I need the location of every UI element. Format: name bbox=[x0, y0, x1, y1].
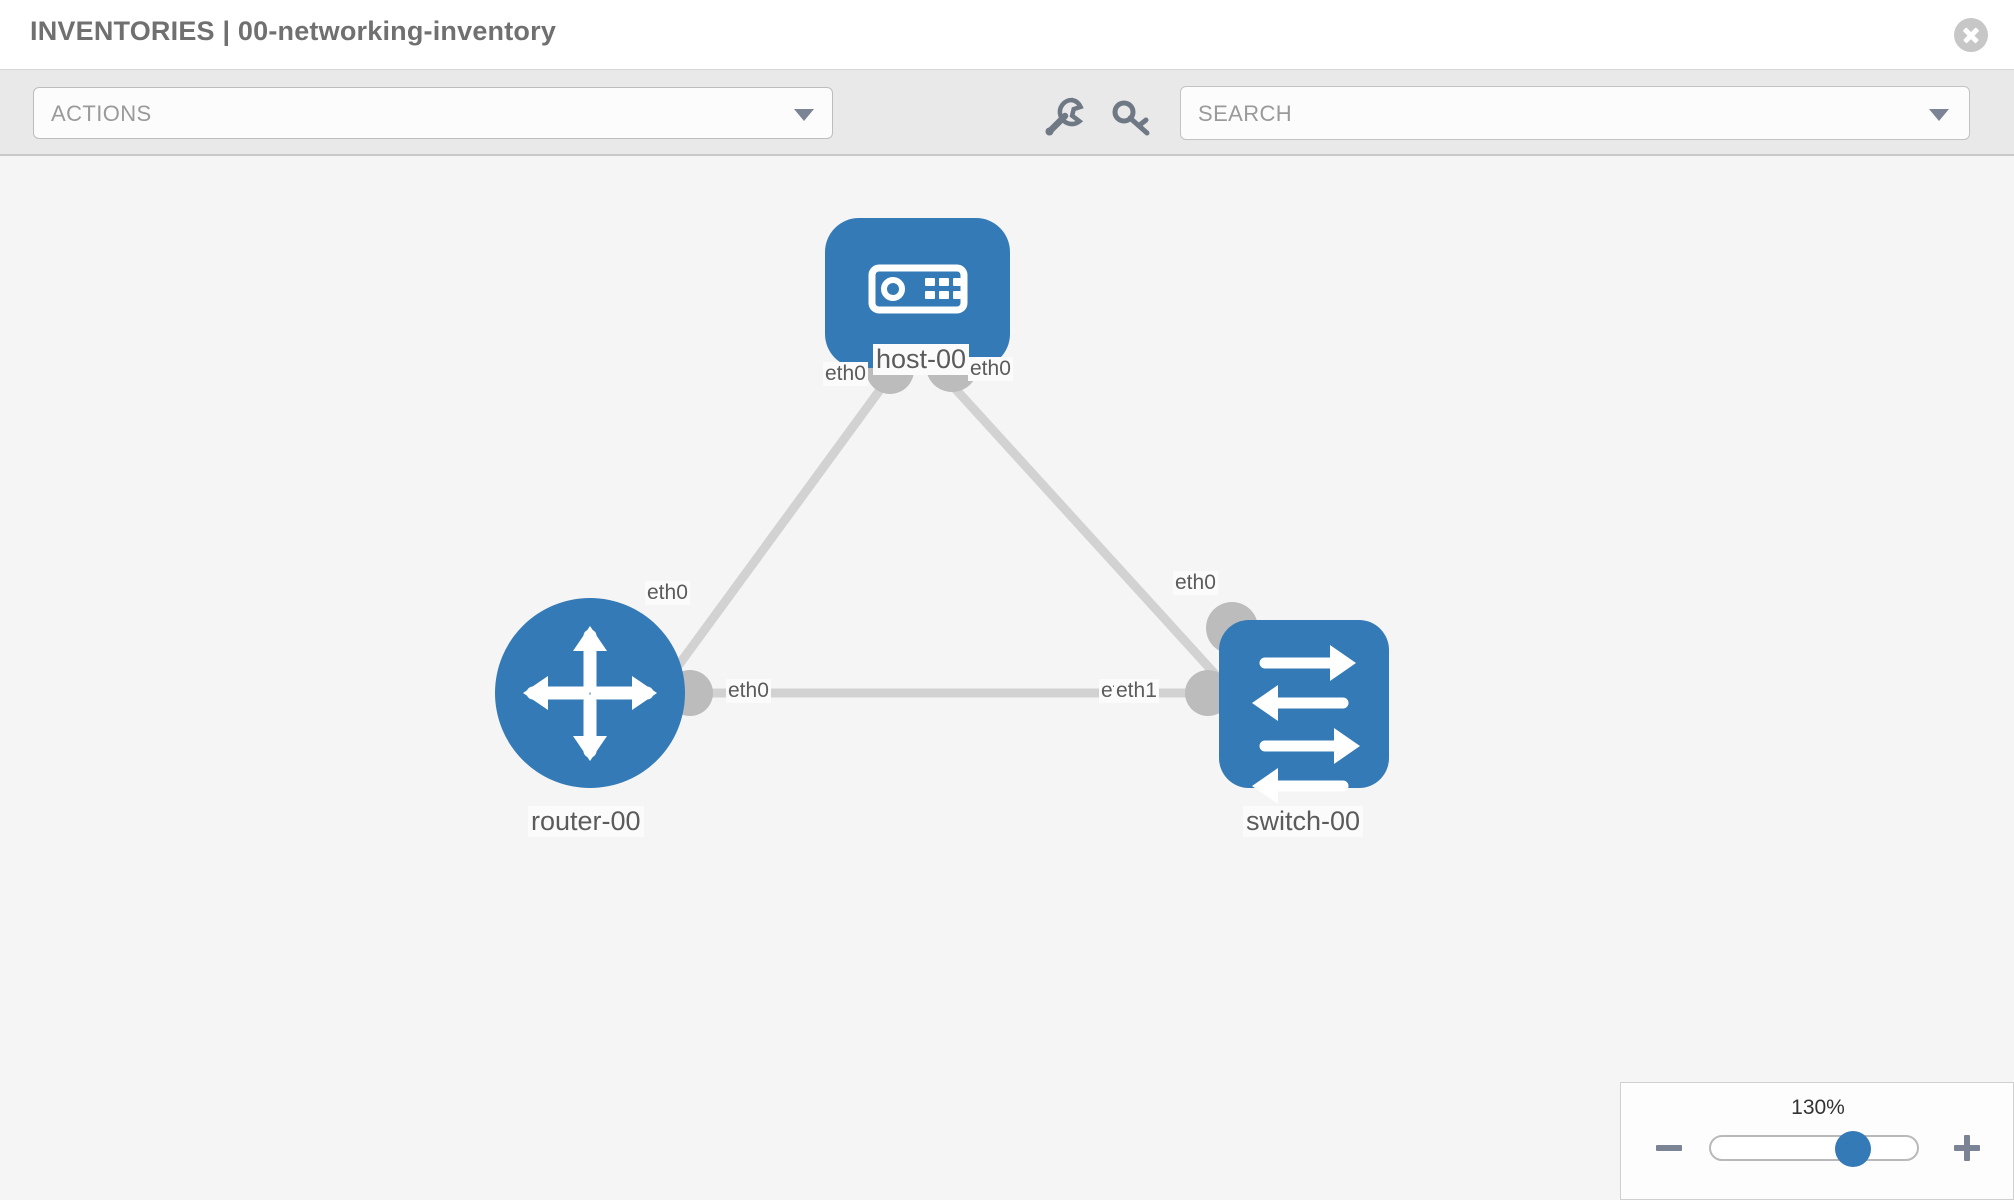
page-title: INVENTORIES | 00-networking-inventory bbox=[30, 16, 557, 46]
topology-svg bbox=[495, 218, 1389, 804]
key-icon[interactable] bbox=[1108, 94, 1154, 140]
topology-canvas[interactable]: host-00 router-00 switch-00 eth0 eth0 et… bbox=[0, 158, 2014, 1200]
node-router-00 bbox=[495, 598, 685, 788]
zoom-slider-handle[interactable] bbox=[1835, 1131, 1871, 1167]
node-label-host-00: host-00 bbox=[873, 344, 970, 375]
iface-label-host-right: eth0 bbox=[968, 357, 1013, 381]
node-host-00 bbox=[825, 218, 1010, 368]
close-icon[interactable] bbox=[1954, 18, 1988, 52]
zoom-control-panel: 130% bbox=[1620, 1082, 2014, 1200]
chevron-down-icon bbox=[1929, 109, 1949, 121]
zoom-slider[interactable] bbox=[1709, 1131, 1919, 1167]
zoom-in-button[interactable] bbox=[1951, 1132, 1983, 1164]
iface-label-switch-left: eth1 bbox=[1114, 679, 1159, 703]
node-label-router-00: router-00 bbox=[528, 806, 644, 837]
iface-label-host-left: eth0 bbox=[823, 362, 868, 386]
iface-label-router-up: eth0 bbox=[645, 581, 690, 605]
chevron-down-icon bbox=[794, 109, 814, 121]
link-host-router bbox=[636, 380, 889, 721]
search-input[interactable]: SEARCH bbox=[1180, 86, 1970, 140]
actions-dropdown[interactable]: ACTIONS bbox=[33, 87, 833, 139]
zoom-level-label: 130% bbox=[1791, 1096, 1845, 1119]
actions-dropdown-label: ACTIONS bbox=[51, 101, 152, 126]
page-header: INVENTORIES | 00-networking-inventory bbox=[0, 0, 2014, 70]
iface-label-switch-up: eth0 bbox=[1173, 571, 1218, 595]
node-label-switch-00: switch-00 bbox=[1243, 806, 1364, 837]
wrench-icon[interactable] bbox=[1040, 94, 1086, 140]
link-host-switch bbox=[946, 379, 1259, 722]
node-switch-00 bbox=[1219, 620, 1389, 804]
toolbar: ACTIONS SEARCH bbox=[0, 70, 2014, 156]
iface-label-router-right: eth0 bbox=[726, 679, 771, 703]
zoom-out-button[interactable] bbox=[1653, 1132, 1685, 1164]
search-placeholder: SEARCH bbox=[1198, 101, 1293, 126]
topology-links bbox=[636, 379, 1259, 722]
